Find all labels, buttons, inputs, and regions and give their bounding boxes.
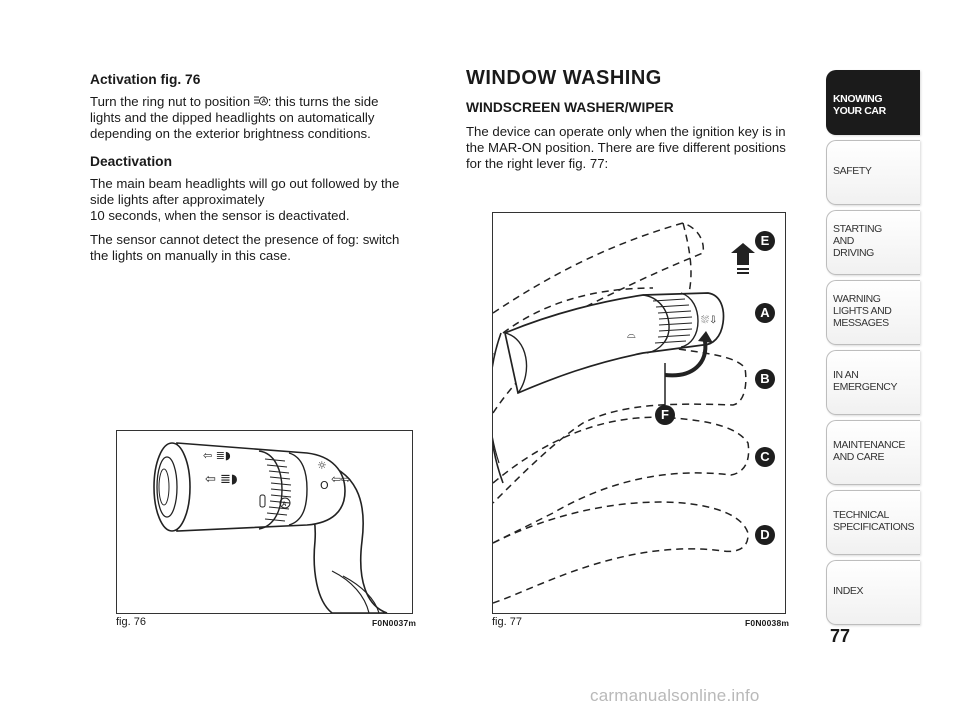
fig77-caption-code: F0N0038m xyxy=(745,618,790,628)
fig77-caption: fig. 77 xyxy=(492,616,522,628)
left-column: Activation fig. 76 Turn the ring nut to … xyxy=(90,72,412,272)
figure-76: ⇦ ≣◗ ⇦ ≣◗ ☼ O ⇦⇨ A fig. 76 F0N0037m xyxy=(116,430,413,614)
deactivation-heading: Deactivation xyxy=(90,154,173,169)
fog-line-2: the lights on manually in this case. xyxy=(90,248,291,263)
watermark: carmanualsonline.info xyxy=(590,686,760,705)
tab-index[interactable]: INDEX xyxy=(826,560,920,625)
washer-line-3: for the right lever fig. 77: xyxy=(466,156,609,171)
light-stalk-illustration: ⇦ ≣◗ ⇦ ≣◗ ☼ O ⇦⇨ A xyxy=(153,442,388,613)
tab-in-an-emergency[interactable]: IN AN EMERGENCY xyxy=(826,350,920,415)
marker-e: E xyxy=(755,231,775,251)
auto-headlight-icon: A xyxy=(253,95,268,107)
fog-paragraph: The sensor cannot detect the presence of… xyxy=(90,232,412,264)
tab-label: WARNING LIGHTS AND MESSAGES xyxy=(833,293,892,329)
deactivation-paragraph: The main beam headlights will go out fol… xyxy=(90,176,412,224)
activation-text-after-icon: : this turns the side xyxy=(267,94,379,109)
tab-technical-specifications[interactable]: TECHNICAL SPECIFICATIONS xyxy=(826,490,920,555)
deactivation-line-2: side lights after approximately xyxy=(90,192,265,207)
svg-text:O: O xyxy=(320,479,329,492)
tab-safety[interactable]: SAFETY xyxy=(826,140,920,205)
tab-warning-lights-and-messages[interactable]: WARNING LIGHTS AND MESSAGES xyxy=(826,280,920,345)
marker-f: F xyxy=(655,405,675,425)
right-column: WINDOW WASHING WINDSCREEN WASHER/WIPER T… xyxy=(466,67,816,180)
activation-line-2: lights and the dipped headlights on auto… xyxy=(90,110,375,125)
fig76-caption-code: F0N0037m xyxy=(372,618,417,628)
marker-b: B xyxy=(755,369,775,389)
washer-line-2: the MAR-ON position. There are five diff… xyxy=(466,140,786,155)
washer-line-1: The device can operate only when the ign… xyxy=(466,124,786,139)
activation-heading: Activation fig. 76 xyxy=(90,72,201,87)
tab-maintenance-and-care[interactable]: MAINTENANCE AND CARE xyxy=(826,420,920,485)
tab-label: TECHNICAL SPECIFICATIONS xyxy=(833,509,915,533)
washer-paragraph: The device can operate only when the ign… xyxy=(466,124,816,172)
activation-text-start: Turn the ring nut to position xyxy=(90,94,254,109)
tab-label: INDEX xyxy=(833,585,864,597)
svg-text:⇦ ≣◗: ⇦ ≣◗ xyxy=(203,449,231,462)
svg-text:⌓: ⌓ xyxy=(627,328,636,341)
page-number: 77 xyxy=(830,626,851,646)
tab-label: KNOWING YOUR CAR xyxy=(833,93,886,117)
svg-text:⇦ ≣◗: ⇦ ≣◗ xyxy=(205,472,238,487)
marker-c: C xyxy=(755,447,775,467)
svg-text:☼: ☼ xyxy=(317,459,327,472)
deactivation-line-3: 10 seconds, when the sensor is deactivat… xyxy=(90,208,350,223)
activation-line-3: depending on the exterior brightness con… xyxy=(90,126,371,141)
wiper-stalk-illustration: ⌓ ⛆⇩ xyxy=(493,222,755,604)
tab-knowing-your-car[interactable]: KNOWING YOUR CAR xyxy=(826,70,920,135)
tab-label: SAFETY xyxy=(833,165,872,177)
tab-starting-and-driving[interactable]: STARTING AND DRIVING xyxy=(826,210,920,275)
marker-a: A xyxy=(755,303,775,323)
tab-label: IN AN EMERGENCY xyxy=(833,369,898,393)
marker-d: D xyxy=(755,525,775,545)
svg-text:A: A xyxy=(261,99,266,105)
tab-label: MAINTENANCE AND CARE xyxy=(833,439,906,463)
fog-line-1: The sensor cannot detect the presence of… xyxy=(90,232,400,247)
figure-77: ⌓ ⛆⇩ E A B C D F xyxy=(492,212,786,614)
svg-text:⛆⇩: ⛆⇩ xyxy=(701,315,717,326)
tab-label: STARTING AND DRIVING xyxy=(833,223,882,259)
section-title: WINDOW WASHING xyxy=(466,67,662,89)
deactivation-line-1: The main beam headlights will go out fol… xyxy=(90,176,400,191)
svg-text:⇦⇨: ⇦⇨ xyxy=(331,472,351,486)
chapter-tabs: KNOWING YOUR CAR SAFETY STARTING AND DRI… xyxy=(826,70,920,630)
activation-paragraph: Turn the ring nut to position A: this tu… xyxy=(90,94,412,142)
sub-title: WINDSCREEN WASHER/WIPER xyxy=(466,100,674,115)
fig76-caption: fig. 76 xyxy=(116,616,146,628)
svg-text:A: A xyxy=(282,502,287,508)
